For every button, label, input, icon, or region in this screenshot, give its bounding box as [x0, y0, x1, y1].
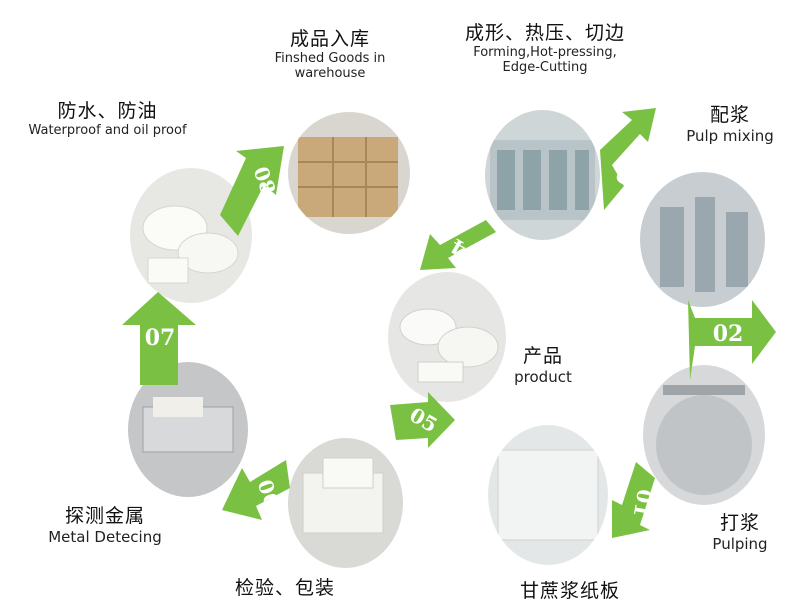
label-step-04: 成形、热压、切边 Forming,Hot-pressing, Edge-Cutt… [450, 22, 640, 76]
label-waterproof-zh: 防水、防油 [57, 100, 158, 122]
label-step-08: 成品入库 Finshed Goods in warehouse [250, 28, 410, 82]
label-step-06: 检验、包装 [230, 577, 340, 600]
label-step-08-en2: warehouse [294, 66, 366, 82]
arrow-step-01 [612, 462, 655, 538]
label-step-07: 探测金属 Metal Detecing [30, 505, 180, 546]
label-step-02-en: Pulp mixing [686, 126, 774, 145]
arrow-step-03 [600, 108, 656, 210]
arrow-step-08 [220, 146, 284, 236]
bottom-caption: 甘蔗浆纸板 [510, 580, 630, 603]
photo-forming-machines [485, 110, 600, 240]
photo-finished-goods [288, 112, 410, 234]
label-product-en: product [514, 367, 572, 386]
photo-product [388, 272, 506, 402]
label-step-04-en: Forming,Hot-pressing, [473, 44, 617, 60]
photo-pulp-mixing [640, 172, 765, 307]
arrow-step-05 [390, 392, 455, 448]
photo-sugarcane-board [488, 425, 608, 565]
arrow-step-02 [688, 300, 776, 380]
label-step-06-zh: 检验、包装 [234, 577, 335, 599]
label-step-07-en: Metal Detecing [48, 527, 162, 546]
photo-inspection-packing [288, 438, 403, 568]
label-step-04-en2: Edge-Cutting [502, 60, 588, 76]
label-product: 产品 product [503, 345, 583, 386]
arrow-step-07 [122, 292, 196, 385]
bottom-caption-text: 甘蔗浆纸板 [519, 580, 620, 602]
label-waterproof-en: Waterproof and oil proof [28, 122, 187, 138]
label-step-02-zh: 配浆 [709, 104, 750, 126]
label-step-02: 配浆 Pulp mixing [670, 104, 790, 145]
arrow-step-06 [222, 460, 290, 520]
step-num-02: 02 [713, 321, 744, 347]
label-product-zh: 产品 [522, 345, 563, 367]
label-step-01: 打浆 Pulping [690, 512, 790, 553]
step-num-07: 07 [145, 325, 176, 351]
label-step-08-en: Finshed Goods in [274, 50, 386, 66]
label-step-04-zh: 成形、热压、切边 [464, 22, 625, 44]
label-step-01-zh: 打浆 [719, 512, 760, 534]
label-step-08-zh: 成品入库 [289, 28, 370, 50]
label-step-07-zh: 探测金属 [64, 505, 145, 527]
photo-pulping [643, 365, 765, 505]
label-waterproof: 防水、防油 Waterproof and oil proof [10, 100, 205, 138]
arrow-step-04 [420, 220, 496, 270]
label-step-01-en: Pulping [712, 534, 768, 553]
step-num-01: 01 [629, 487, 657, 519]
